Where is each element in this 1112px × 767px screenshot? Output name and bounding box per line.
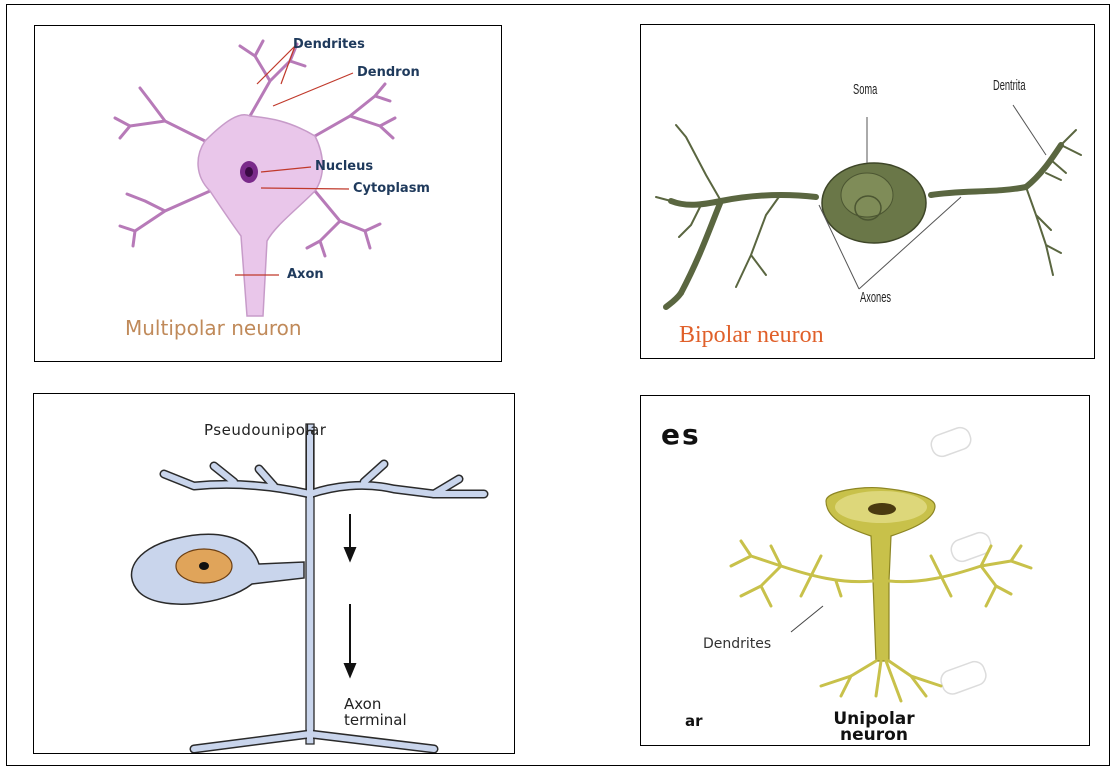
caption-unipolar-line2: neuron <box>809 727 939 743</box>
label-dendrites: Dendrites <box>703 636 771 652</box>
panel-multipolar-neuron: Dendrites Dendron Nucleus Cytoplasm Axon… <box>34 25 502 362</box>
label-dentrita: Dentrita <box>993 77 1026 94</box>
bipolar-neuron-drawing <box>641 25 1095 359</box>
label-axon: Axon <box>287 267 324 282</box>
caption-multipolar-neuron: Multipolar neuron <box>125 316 302 340</box>
label-cytoplasm: Cytoplasm <box>353 181 430 196</box>
multipolar-neuron-drawing <box>35 26 502 362</box>
label-axones: Axones <box>860 289 891 306</box>
fragment-top-text: es <box>661 418 701 451</box>
label-pseudounipolar: Pseudounipolar <box>204 421 326 439</box>
unipolar-neuron-drawing <box>641 396 1090 746</box>
label-soma: Soma <box>853 81 877 98</box>
fragment-bottom-text: ar <box>685 712 703 730</box>
caption-bipolar-neuron: Bipolar neuron <box>679 322 824 349</box>
pseudounipolar-neuron-drawing <box>34 394 515 754</box>
panel-bipolar-neuron: Soma Dentrita Axones Bipolar neuron <box>640 24 1095 359</box>
label-dendron: Dendron <box>357 65 420 80</box>
label-dendrites: Dendrites <box>293 37 365 52</box>
panel-pseudounipolar-neuron: Pseudounipolar Axon terminal <box>33 393 515 754</box>
label-nucleus: Nucleus <box>315 159 373 174</box>
panel-unipolar-neuron: es Dendrites ar Unipolar neuron <box>640 395 1090 746</box>
label-axon-terminal: terminal <box>344 712 407 729</box>
caption-unipolar-neuron: Unipolar neuron <box>809 711 939 743</box>
